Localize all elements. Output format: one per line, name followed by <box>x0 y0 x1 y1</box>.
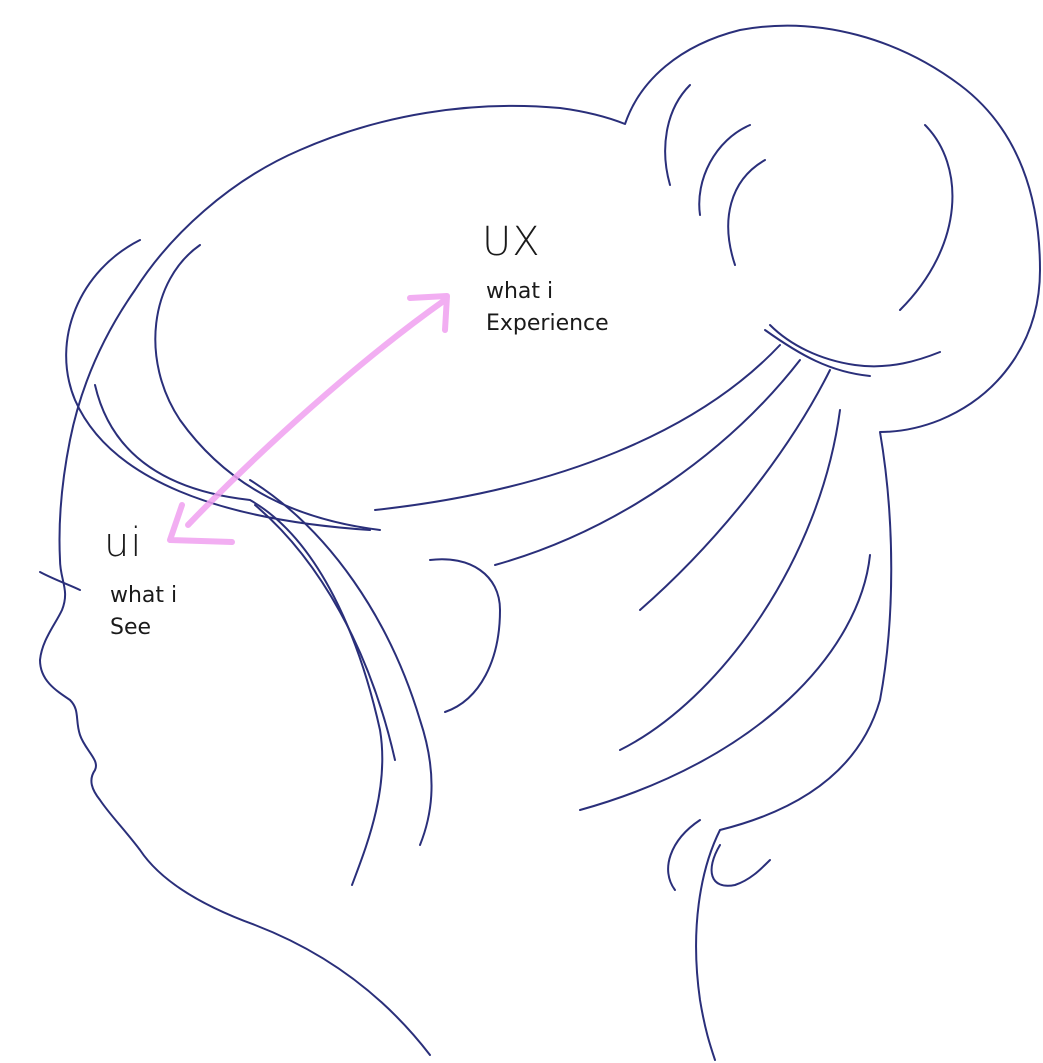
arrow-shaft <box>188 300 445 525</box>
ux-title: UX <box>482 222 541 262</box>
ux-description-line-1: what i <box>486 276 553 308</box>
ui-description-line-1: what i <box>110 580 177 612</box>
ui-title: ui <box>104 523 142 563</box>
ui-description-line-2: See <box>110 612 151 644</box>
ux-description-line-2: Experience <box>486 308 609 340</box>
